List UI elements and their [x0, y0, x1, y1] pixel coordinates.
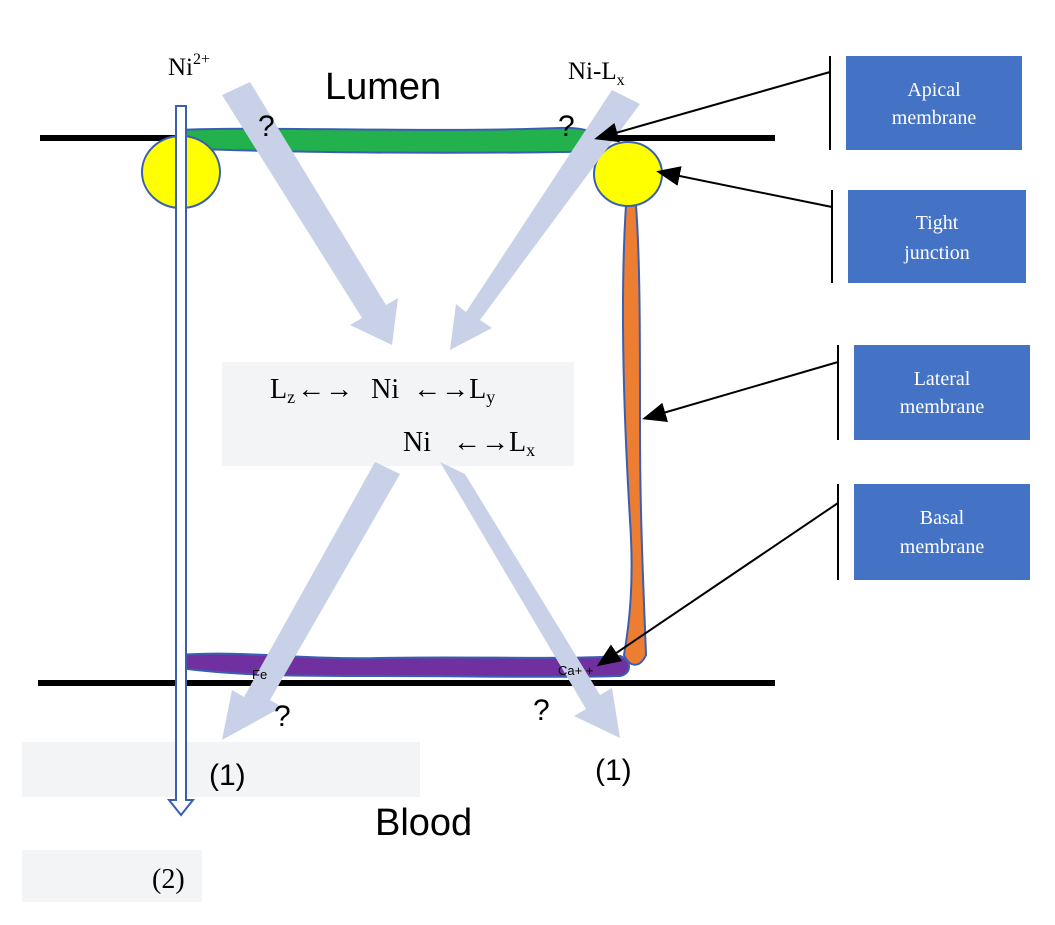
callout-lateral-line1: Lateral: [914, 368, 971, 390]
equation-backdrop: [222, 362, 574, 466]
eq-ni-1: Ni: [371, 374, 399, 405]
callout-apical: Apical membrane: [846, 56, 1022, 150]
callout-apical-line1: Apical: [907, 79, 961, 101]
callout-pointers: [594, 56, 839, 667]
fe-label: Fe: [252, 667, 267, 682]
lumen-label: Lumen: [325, 66, 441, 108]
eq-lx-sub: x: [526, 440, 535, 460]
callout-tight: Tight junction: [848, 190, 1026, 283]
eq-arrow-2: ←→: [413, 374, 469, 405]
flow-arrow-out-right: [440, 462, 620, 738]
eq-arrow-3: ←→: [453, 427, 509, 458]
ni2-label-sup: 2+: [193, 51, 210, 68]
question-mark-ni2-entry: ?: [258, 110, 275, 143]
question-mark-basal-right: ?: [533, 694, 550, 727]
paracellular-arrow: [166, 105, 196, 817]
path1-left-label: (1): [209, 759, 246, 792]
flow-arrow-out-left: [222, 462, 400, 740]
eq-lz: L: [270, 374, 287, 405]
question-mark-basal-left: ?: [274, 700, 291, 733]
callout-tight-box: [848, 190, 1026, 283]
callout-lateral: Lateral membrane: [854, 345, 1030, 440]
path2-backdrop: [22, 850, 202, 902]
equation-line-2: Ni ←→Lx: [403, 427, 535, 460]
flow-arrow-ni2-in: [222, 82, 398, 345]
apical-membrane: [177, 126, 610, 154]
lateral-membrane: [622, 204, 648, 666]
left-result-backdrop: [22, 742, 420, 797]
callout-apical-box: [846, 56, 1022, 150]
question-mark-nilx-entry: ?: [558, 110, 575, 143]
eq-ly-sub: y: [486, 387, 495, 407]
eq-ni-2: Ni: [403, 427, 431, 458]
eq-lx: L: [509, 427, 526, 458]
flow-arrows: [222, 82, 640, 740]
nilx-label-sub: x: [617, 72, 625, 89]
ca-label: Ca+ +: [558, 663, 593, 678]
callout-basal-box: [854, 484, 1030, 580]
ni2-label-base: Ni: [168, 54, 193, 81]
apical-pointer: [594, 71, 831, 143]
path2-label: (2): [152, 864, 185, 895]
callout-lateral-line2: membrane: [900, 396, 985, 418]
nilx-label-base: Ni-L: [568, 58, 617, 85]
basal-pointer: [596, 502, 839, 667]
callout-tight-line1: Tight: [916, 212, 959, 234]
callout-lateral-box: [854, 345, 1030, 440]
blood-label: Blood: [375, 802, 472, 844]
path1-right-label: (1): [595, 754, 632, 787]
tight-pointer: [656, 166, 833, 208]
lateral-pointer: [642, 361, 839, 422]
eq-lz-sub: z: [287, 387, 295, 407]
callout-basal-line2: membrane: [900, 536, 985, 558]
flow-arrow-nilx-in: [450, 90, 640, 350]
eq-ly: L: [469, 374, 486, 405]
callout-basal-line1: Basal: [920, 507, 965, 529]
ni2-label: Ni2+: [168, 51, 210, 81]
callout-basal: Basal membrane: [854, 484, 1030, 580]
callout-apical-line2: membrane: [892, 107, 977, 129]
eq-arrow-1: ←→: [297, 374, 353, 405]
callout-tight-line2: junction: [903, 242, 970, 264]
equation-line-1: Lz←→Ni←→Ly: [270, 374, 495, 407]
nilx-label: Ni-Lx: [568, 58, 625, 89]
